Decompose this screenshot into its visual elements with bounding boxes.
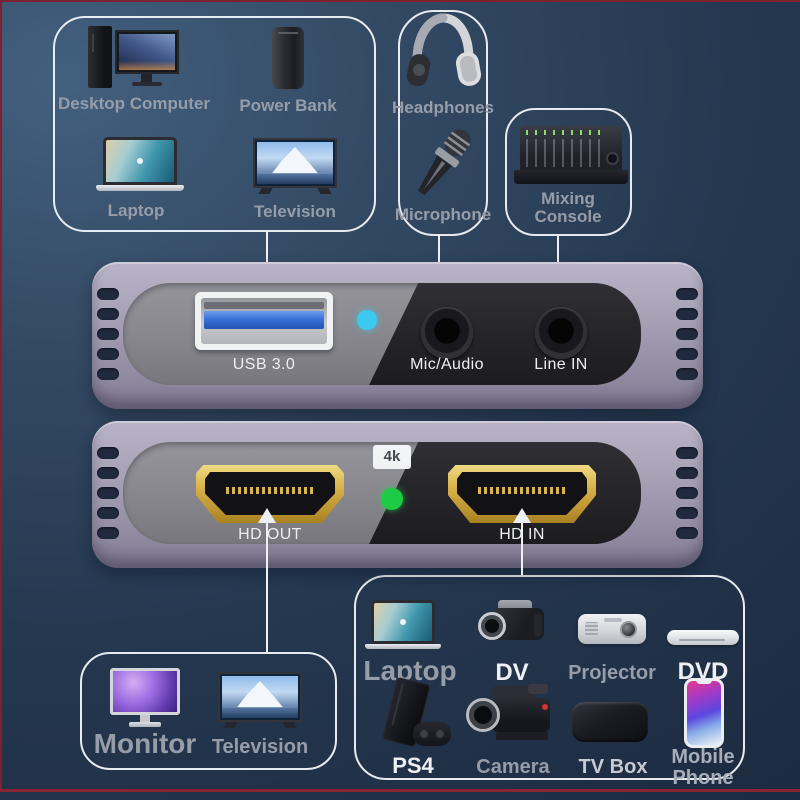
mobile-phone-label: Mobile Phone [671, 746, 735, 790]
television-icon [253, 138, 337, 194]
usb-port [195, 292, 333, 350]
hd-out-label: HD OUT [238, 526, 302, 543]
edge-accent-top [0, 0, 800, 2]
monitor-label: Monitor [93, 728, 197, 759]
hdmi-source-devices-box [354, 575, 745, 780]
ps4-label: PS4 [392, 753, 434, 778]
headphones-icon [404, 10, 482, 98]
audio-devices-box [398, 10, 488, 236]
4k-resolution-badge: 4k [373, 445, 411, 469]
connector-line-hd-in [521, 523, 523, 575]
microphone-label: Microphone [394, 205, 492, 224]
capture-card-hdmi-side: HD OUT 4k HD IN [92, 421, 703, 568]
television-label: Television [211, 736, 309, 758]
headphones-label: Headphones [391, 98, 495, 117]
mobile-phone-icon [684, 678, 724, 748]
line-in-devices-box [505, 108, 632, 236]
camera-label: Camera [476, 756, 550, 778]
mic-audio-label: Mic/Audio [410, 356, 484, 373]
tv-box-icon [572, 700, 648, 744]
television-icon [218, 672, 302, 728]
laptop-label: Laptop [107, 201, 165, 220]
line-in-jack [535, 307, 587, 359]
arrowhead-hd-in [513, 508, 531, 523]
power-bank-icon [272, 27, 304, 89]
microphone-icon [414, 122, 472, 204]
video-camera-icon [466, 684, 554, 750]
dv-camcorder-icon [478, 600, 544, 648]
status-led-green [381, 488, 403, 510]
edge-accent-bottom [0, 789, 800, 792]
laptop-icon [365, 600, 441, 649]
projector-label: Projector [568, 662, 656, 684]
capture-card-usb-side: USB 3.0 Mic/Audio Line IN [92, 262, 703, 409]
mixing-console-icon [514, 126, 628, 186]
status-led-cyan [357, 310, 377, 330]
usb-source-devices-box [53, 16, 376, 232]
mixing-console-label: Mixing Console [534, 189, 602, 227]
desktop-computer-label: Desktop Computer [57, 94, 211, 113]
display-out-devices-box [80, 652, 337, 770]
edge-accent-left [0, 0, 2, 792]
hdmi-in-port [448, 465, 596, 523]
projector-icon [578, 610, 646, 646]
monitor-icon [110, 668, 180, 728]
tv-box-label: TV Box [578, 756, 648, 778]
mic-audio-jack [421, 307, 473, 359]
line-in-label: Line IN [534, 356, 588, 373]
power-bank-label: Power Bank [239, 96, 337, 115]
dv-label: DV [495, 659, 529, 686]
ps4-console-icon [371, 676, 455, 750]
usb-port-label: USB 3.0 [232, 356, 296, 373]
dvd-player-icon [667, 630, 739, 648]
connector-line-hd-out [266, 523, 268, 652]
desktop-computer-icon [88, 26, 180, 92]
laptop-icon [96, 137, 184, 192]
television-label: Television [254, 202, 336, 221]
arrowhead-hd-out [258, 508, 276, 523]
